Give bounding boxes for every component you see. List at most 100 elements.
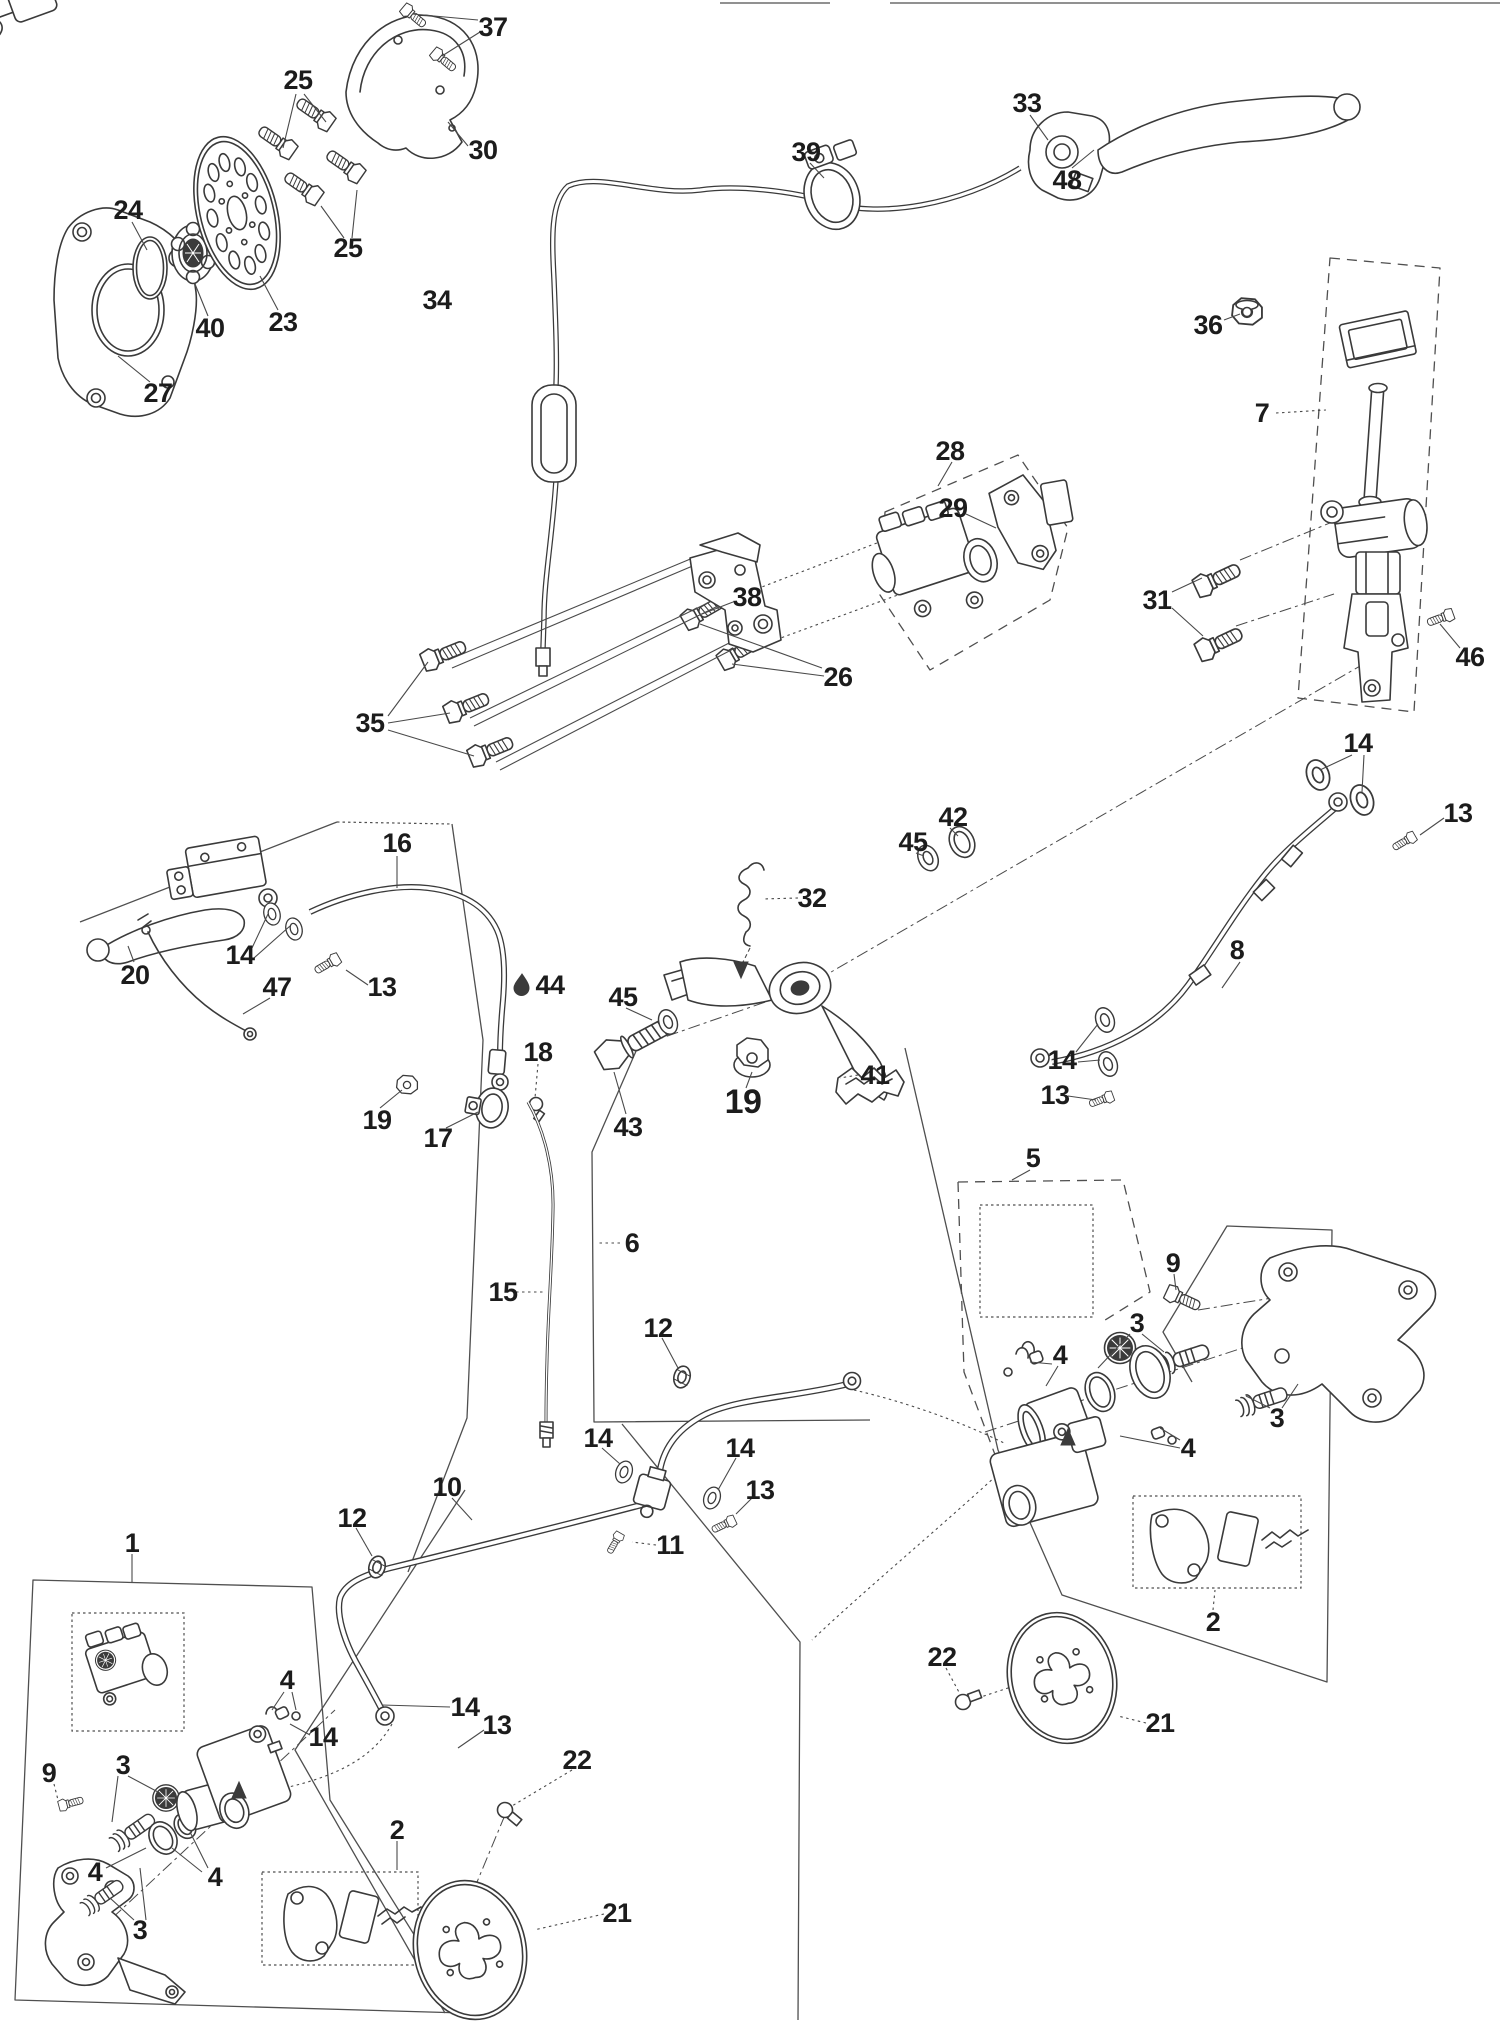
rear-caliper-zone-5 (0, 0, 1437, 1584)
rear-master-cylinder-7 (1320, 310, 1428, 703)
part-label-11-55: 11 (656, 1530, 684, 1560)
pedal-footpeg-serrated (835, 1067, 905, 1105)
brake-pads-kit-2 (283, 1885, 422, 1962)
disc-guard-30 (345, 14, 479, 160)
part-label-19-35: 19 (362, 1105, 392, 1135)
part-label-31-16: 31 (1142, 585, 1172, 615)
part-label-13-41: 13 (1040, 1080, 1070, 1110)
leader-lines (53, 13, 1461, 1931)
rear-hub-plate-group (53, 92, 368, 418)
handlebar-clamp-39 (803, 144, 861, 231)
part-label-29-15: 29 (938, 493, 968, 523)
caliper-inset-box (979, 1204, 1094, 1318)
part-label-3-65: 3 (116, 1750, 131, 1780)
switch-cable-47 (147, 931, 249, 1033)
pedal-spring-32 (737, 862, 765, 947)
apply-arrow-icon (733, 961, 749, 980)
part-label-27-9: 27 (143, 378, 172, 408)
cable-end-fitting (832, 139, 858, 161)
disc-screw-22 (496, 1801, 523, 1827)
pin-boots-4 (1003, 1340, 1177, 1445)
apply-arrow-icon (231, 1780, 247, 1799)
zone-1-outline (14, 1579, 464, 2014)
junction-screw-11 (604, 1529, 626, 1556)
part-label-38-18: 38 (732, 582, 762, 612)
part-label-2-58: 2 (1206, 1607, 1221, 1637)
part-label-14-29: 14 (225, 940, 255, 970)
apply-arrow-icon (1060, 1427, 1076, 1446)
part-label-1-57: 1 (125, 1528, 140, 1558)
steel-brake-line-15 (526, 1101, 555, 1448)
part-label-48-5: 48 (1052, 165, 1082, 195)
pedal-nut-19 (733, 1037, 771, 1078)
brake-disc-23 (193, 135, 281, 291)
part-label-45-33: 45 (608, 982, 638, 1012)
part-label-14-21: 14 (1343, 728, 1373, 758)
part-label-35-20: 35 (355, 708, 385, 738)
part-label-2-68: 2 (390, 1815, 405, 1845)
part-label-22-66: 22 (562, 1745, 591, 1775)
part-label-13-31: 13 (367, 972, 397, 1002)
bracket-bolt-9 (1162, 1282, 1204, 1316)
pedal-arm (679, 957, 773, 1007)
part-label-12-56: 12 (337, 1503, 366, 1533)
caliper-bracket-29 (988, 474, 1074, 571)
part-label-9-43: 9 (1166, 1248, 1181, 1278)
part-label-25-10: 25 (333, 233, 363, 263)
part-label-33-3: 33 (1012, 88, 1042, 118)
pads-kit-box (261, 1871, 419, 1966)
part-label-3-72: 3 (133, 1915, 148, 1945)
part-label-15-45: 15 (488, 1277, 518, 1307)
caliper-inset-box (71, 1612, 185, 1732)
caliper-half-body (989, 1415, 1107, 1528)
clevis (1343, 593, 1409, 703)
rear-caliper-group-28 (678, 474, 1074, 673)
grease-droplet-icon (513, 973, 530, 996)
part-label-41-39: 41 (860, 1060, 890, 1090)
caliper-mount-bracket (1241, 1245, 1437, 1423)
hose-clamp-17 (464, 1087, 509, 1129)
pin-boots-4 (265, 1706, 301, 1721)
part-label-46-19: 46 (1455, 642, 1485, 672)
bracket-bolt-9 (56, 1793, 85, 1813)
part-label-3-49: 3 (1270, 1403, 1285, 1433)
part-label-25-1: 25 (283, 65, 313, 95)
part-label-26-17: 26 (823, 662, 853, 692)
part-label-34-11: 34 (422, 285, 452, 315)
caliper-assembled-inset (84, 1622, 169, 1706)
part-label-7-13: 7 (1255, 398, 1270, 428)
brake-cable-group (531, 139, 1022, 677)
caliper-half-body (196, 1725, 292, 1830)
part-label-42-24: 42 (938, 802, 967, 832)
part-label-14-52: 14 (583, 1423, 613, 1453)
brake-pedal-group (593, 825, 976, 1105)
part-label-44-32: 44 (535, 970, 565, 1000)
clevis-pin-46 (1425, 606, 1456, 630)
part-label-30-2: 30 (468, 135, 497, 165)
front-disc-group (412, 1801, 528, 2021)
front-master-cylinder-group (86, 835, 546, 1129)
part-label-22-59: 22 (927, 1642, 956, 1672)
brake-lever-group (1027, 93, 1361, 201)
master-cylinder-body (166, 835, 267, 901)
part-label-5-42: 5 (1026, 1143, 1041, 1173)
part-label-13-62: 13 (482, 1710, 512, 1740)
rear-disc-group (954, 1611, 1118, 1745)
lever-blade-48 (1097, 95, 1354, 174)
pedal-pivot-tube (768, 961, 832, 1015)
assembly-zone-boundaries (14, 2, 1500, 2021)
part-label-18-34: 18 (523, 1037, 553, 1067)
part-label-4-69: 4 (88, 1857, 103, 1887)
cable-loop (531, 384, 577, 483)
part-label-9-64: 9 (42, 1758, 57, 1788)
pads-kit-box (1132, 1495, 1302, 1589)
part-label-32-26: 32 (797, 883, 826, 913)
caliper-assembled-inset (0, 0, 58, 43)
disc-screw-22 (954, 1689, 983, 1711)
part-label-13-22: 13 (1443, 798, 1473, 828)
screw-18 (528, 1096, 546, 1123)
piston-crown (152, 1784, 180, 1812)
